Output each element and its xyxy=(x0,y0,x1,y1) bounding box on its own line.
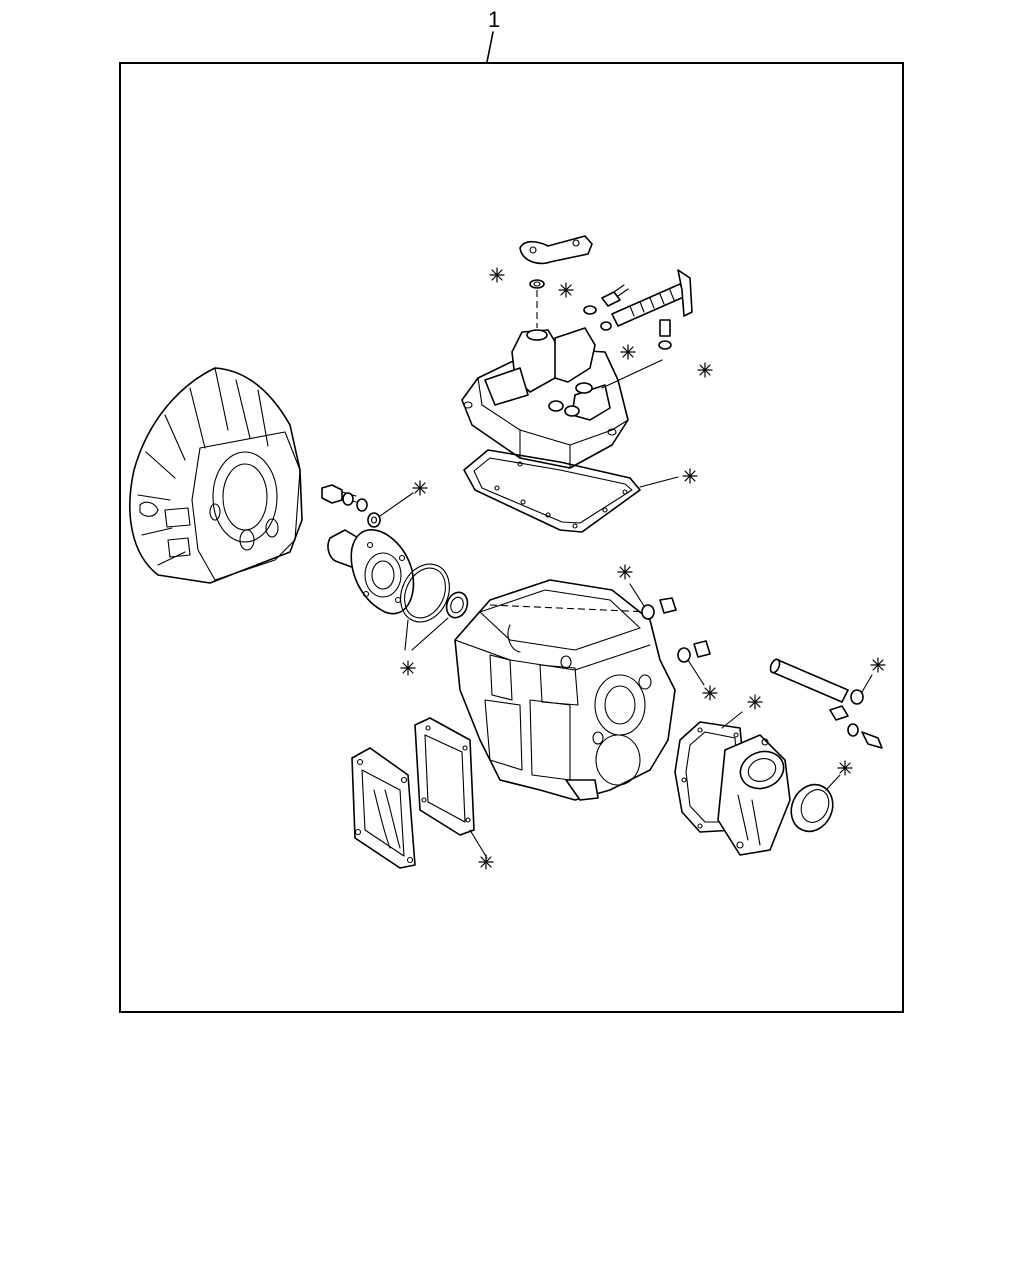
clutch-housing xyxy=(129,367,303,584)
kit-marker-icon xyxy=(870,657,886,673)
kit-marker-icon xyxy=(682,468,698,484)
bolt-washer-set-left xyxy=(321,484,414,528)
shaft-and-fasteners-right xyxy=(769,658,883,749)
kit-marker-icon xyxy=(478,854,494,870)
callout-number: 1 xyxy=(488,7,500,32)
kit-marker-icon xyxy=(412,480,428,496)
callout-leader xyxy=(486,31,494,63)
kit-marker-icon xyxy=(558,282,574,298)
kit-marker-icon xyxy=(620,344,636,360)
kit-marker-icon xyxy=(837,760,853,776)
shift-lever-parts xyxy=(519,235,693,350)
side-cover xyxy=(351,747,416,869)
extension-housing xyxy=(717,734,791,856)
transmission-case xyxy=(454,579,676,801)
retainer-gasket-and-seal xyxy=(400,563,469,651)
rear-oil-seal xyxy=(790,774,841,833)
plugs-and-washers xyxy=(629,583,711,686)
kit-marker-icon xyxy=(489,267,505,283)
kit-marker-icon xyxy=(400,660,416,676)
kit-marker-icon xyxy=(702,685,718,701)
bearing-retainer xyxy=(327,529,415,615)
kit-marker-icon xyxy=(697,362,713,378)
top-cover xyxy=(461,327,663,469)
kit-frame xyxy=(119,62,904,1013)
kit-marker-icon xyxy=(617,564,633,580)
kit-marker-icon xyxy=(747,694,763,710)
side-cover-gasket xyxy=(414,717,488,859)
kit-markers xyxy=(400,267,886,870)
top-cover-gasket xyxy=(463,449,679,533)
